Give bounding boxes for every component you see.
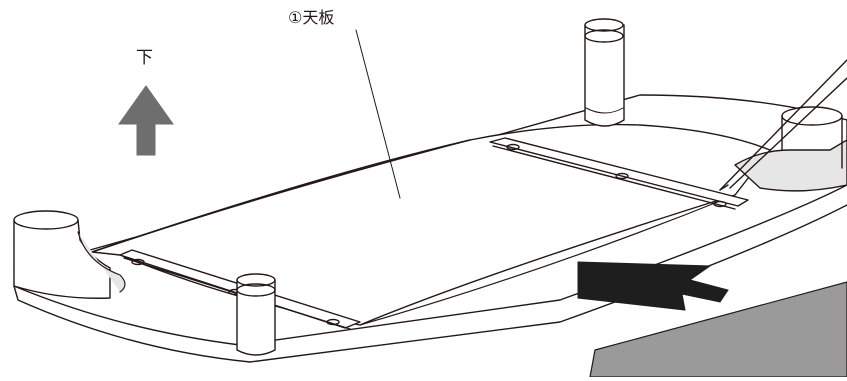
post-front (236, 273, 276, 356)
cushion-block (589, 281, 847, 378)
part-label: ①天板 (288, 8, 335, 27)
leader-line (355, 29, 401, 199)
push-arrow-icon (577, 261, 729, 311)
back-rail (489, 137, 749, 207)
down-arrow-icon (118, 85, 174, 156)
direction-label: 下 (136, 48, 153, 68)
foot-back-right (734, 106, 847, 192)
tool-icon (719, 59, 847, 191)
foot-front-left (13, 210, 126, 299)
post-back (584, 18, 625, 127)
